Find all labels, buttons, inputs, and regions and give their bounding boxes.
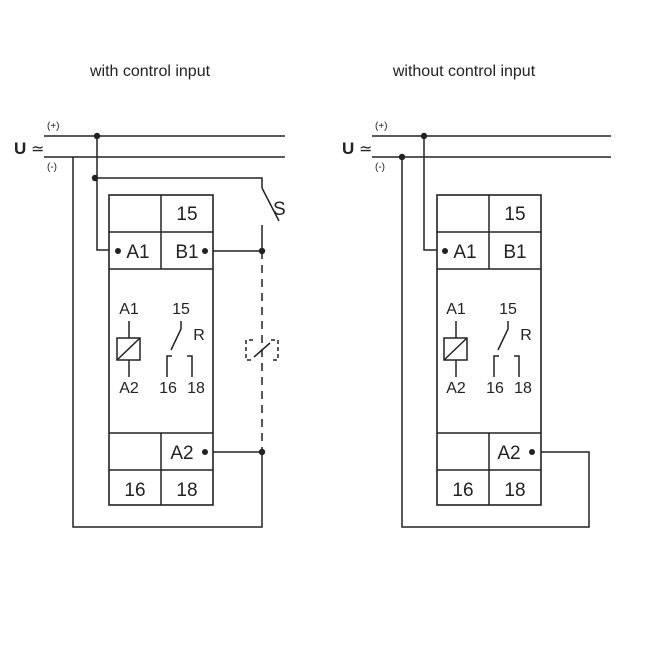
contact-r-label: R	[193, 327, 205, 344]
minus-label: (-)	[375, 162, 385, 173]
junction-dot	[420, 132, 428, 140]
coil-a2-label: A2	[119, 380, 139, 397]
contact-r-label: R	[520, 327, 532, 344]
panel-title: with control input	[89, 63, 211, 80]
terminal-b1-dot	[202, 248, 208, 254]
switch-label: S	[273, 199, 286, 220]
terminal-16: 16	[124, 480, 145, 501]
coil-a1-label: A1	[119, 301, 139, 318]
relay-module: 15 A1 B1 A2 16 18 A1 A2 15 R	[108, 194, 214, 506]
terminal-a2-dot	[202, 449, 208, 455]
relay-contact-icon: 15 R 16 18	[159, 301, 205, 397]
switch-feed-wire	[95, 177, 263, 188]
relay-module: 15 A1 B1 A2 16 18 A1 A2 15 R	[436, 194, 542, 506]
coil-a1-label: A1	[446, 301, 466, 318]
contact-15-label: 15	[499, 301, 517, 318]
minus-label: (-)	[47, 162, 57, 173]
terminal-15: 15	[504, 204, 525, 225]
terminal-a1-dot	[442, 248, 448, 254]
ac-dc-symbol: ≃	[359, 141, 372, 158]
minus-return-wire	[401, 157, 590, 528]
terminal-a1-dot	[115, 248, 121, 254]
terminal-15: 15	[176, 204, 197, 225]
plus-label: (+)	[47, 121, 60, 132]
coil-a2-label: A2	[446, 380, 466, 397]
junction-dot	[258, 247, 266, 255]
contact-18-label: 18	[187, 380, 205, 397]
supply-voltage-label: U	[342, 139, 354, 158]
terminal-18: 18	[176, 480, 197, 501]
supply-voltage-label: U	[14, 139, 26, 158]
terminal-16: 16	[452, 480, 473, 501]
terminal-a2-dot	[529, 449, 535, 455]
panel-without-control-input: without control input U ≃ (+) (-) 15 A1 …	[342, 63, 611, 528]
contact-16-label: 16	[159, 380, 177, 397]
terminal-b1: B1	[503, 242, 526, 263]
panel-with-control-input: with control input U ≃ (+) (-) S	[14, 63, 286, 528]
ac-dc-symbol: ≃	[31, 141, 44, 158]
junction-dot	[93, 132, 101, 140]
switch-s	[261, 187, 280, 222]
junction-dot	[91, 174, 99, 182]
minus-return-wire	[72, 157, 263, 528]
sensor-symbol	[245, 339, 279, 361]
terminal-b1: B1	[175, 242, 198, 263]
junction-dot	[258, 448, 266, 456]
contact-18-label: 18	[514, 380, 532, 397]
terminal-a2: A2	[497, 443, 520, 464]
panel-title: without control input	[392, 63, 536, 80]
relay-contact-icon: 15 R 16 18	[486, 301, 532, 397]
terminal-a1: A1	[126, 242, 149, 263]
plus-label: (+)	[375, 121, 388, 132]
terminal-18: 18	[504, 480, 525, 501]
terminal-a1: A1	[453, 242, 476, 263]
relay-coil-icon: A1 A2	[116, 301, 141, 397]
terminal-a2: A2	[170, 443, 193, 464]
junction-dot	[398, 153, 406, 161]
contact-16-label: 16	[486, 380, 504, 397]
relay-coil-icon: A1 A2	[443, 301, 468, 397]
contact-15-label: 15	[172, 301, 190, 318]
